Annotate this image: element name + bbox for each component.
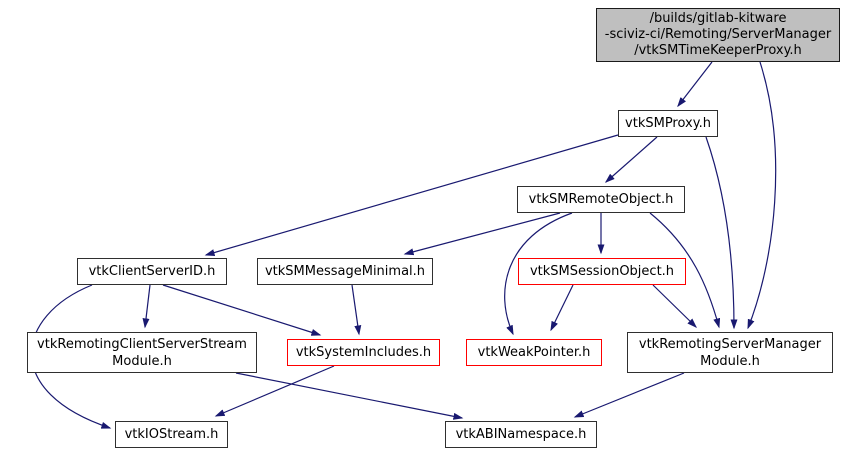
graph-node-label: vtkClientServerID.h bbox=[88, 264, 216, 279]
edge-vtkSMRemoteObject-to-vtkSMMessageMinimal bbox=[403, 212, 561, 256]
edge-vtkSMProxy-to-vtkClientServerID bbox=[204, 134, 619, 256]
edge-vtkSMProxy-to-vtkSMRemoteObject bbox=[604, 136, 658, 183]
graph-node-vtkClientServerID[interactable]: vtkClientServerID.h bbox=[77, 258, 227, 285]
graph-node-vtkSMSessionObject[interactable]: vtkSMSessionObject.h bbox=[518, 258, 686, 285]
edge-vtkSMSessionObject-to-vtkWeakPointer bbox=[550, 284, 574, 332]
graph-node-vtkWeakPointer[interactable]: vtkWeakPointer.h bbox=[466, 339, 602, 366]
graph-node-label: -sciviz-ci/Remoting/ServerManager bbox=[604, 27, 832, 42]
graph-node-vtkSMMessageMinimal[interactable]: vtkSMMessageMinimal.h bbox=[257, 258, 433, 285]
graph-node-label: vtkSMRemoteObject.h bbox=[528, 192, 674, 207]
graph-node-label: vtkRemotingServerManager bbox=[638, 336, 822, 352]
graph-node-label: vtkSMProxy.h bbox=[625, 116, 711, 131]
graph-node-label: /builds/gitlab-kitware bbox=[649, 11, 787, 26]
edge-vtkRemotingClientServerStreamModule-to-vtkABINamespace bbox=[235, 372, 464, 420]
graph-node-label: Module.h bbox=[112, 353, 172, 369]
graph-node-label: vtkSMMessageMinimal.h bbox=[264, 264, 426, 279]
graph-node-root: /builds/gitlab-kitware-sciviz-ci/Remotin… bbox=[596, 8, 840, 62]
edge-vtkSMProxy-to-vtkRemotingServerManagerModule bbox=[705, 136, 738, 330]
edge-vtkSMRemoteObject-to-vtkWeakPointer bbox=[504, 212, 573, 336]
graph-node-label: vtkABINamespace.h bbox=[455, 427, 587, 442]
edge-root-to-vtkRemotingServerManagerModule bbox=[747, 61, 777, 330]
graph-node-label: vtkWeakPointer.h bbox=[477, 345, 591, 360]
graph-node-vtkSMRemoteObject[interactable]: vtkSMRemoteObject.h bbox=[517, 186, 685, 213]
graph-node-vtkSMProxy[interactable]: vtkSMProxy.h bbox=[618, 110, 718, 137]
graph-node-vtkIOStream[interactable]: vtkIOStream.h bbox=[115, 421, 228, 448]
graph-node-label: /vtkSMTimeKeeperProxy.h bbox=[634, 43, 802, 58]
edge-vtkClientServerID-to-vtkSystemIncludes bbox=[162, 284, 322, 336]
edge-vtkSMRemoteObject-to-vtkRemotingServerManagerModule bbox=[649, 212, 721, 329]
graph-node-label: Module.h bbox=[700, 353, 760, 369]
graph-node-vtkABINamespace[interactable]: vtkABINamespace.h bbox=[445, 421, 597, 448]
edge-root-to-vtkSMProxy bbox=[677, 61, 713, 108]
graph-node-label: vtkSystemIncludes.h bbox=[295, 345, 432, 360]
graph-node-label: vtkSMSessionObject.h bbox=[529, 264, 675, 279]
edge-vtkSMSessionObject-to-vtkRemotingServerManagerModule bbox=[652, 284, 698, 328]
graph-node-vtkSystemIncludes[interactable]: vtkSystemIncludes.h bbox=[287, 339, 440, 366]
edge-vtkClientServerID-to-vtkRemotingClientServerStreamModule bbox=[142, 284, 151, 329]
edge-vtkRemotingServerManagerModule-to-vtkABINamespace bbox=[573, 372, 685, 418]
graph-node-label: vtkIOStream.h bbox=[124, 427, 219, 442]
edge-vtkSystemIncludes-to-vtkIOStream bbox=[214, 365, 335, 417]
graph-node-label: vtkRemotingClientServerStream bbox=[37, 336, 247, 352]
edge-vtkSMMessageMinimal-to-vtkSystemIncludes bbox=[351, 284, 362, 336]
